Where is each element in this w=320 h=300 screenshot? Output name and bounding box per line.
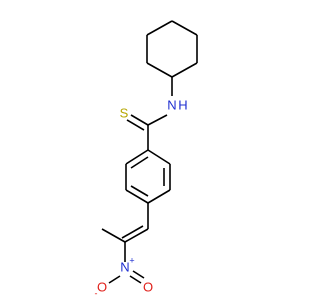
atom-label-nitro-nitrogen: N xyxy=(120,259,129,274)
bond xyxy=(108,275,121,284)
bond xyxy=(130,156,149,169)
benzene-ring xyxy=(125,149,171,204)
atom-label-oxygen-right: O xyxy=(143,279,153,294)
cyclohexyl-ring xyxy=(146,20,198,78)
bond xyxy=(171,20,198,36)
bond xyxy=(147,189,171,204)
bond xyxy=(146,20,173,36)
molecule-structure: S N H N + O - O xyxy=(95,20,198,298)
bond xyxy=(146,62,173,78)
bond xyxy=(125,149,149,165)
bond xyxy=(125,189,149,204)
atom-label-hydrogen: H xyxy=(178,97,187,112)
bond xyxy=(130,114,149,126)
atom-charge-negative: - xyxy=(95,288,98,298)
bond xyxy=(147,149,171,165)
bond xyxy=(124,228,149,243)
bond xyxy=(129,275,142,284)
atom-label-oxygen-left: O xyxy=(97,279,107,294)
bond xyxy=(147,114,168,126)
atom-label-sulfur: S xyxy=(120,105,129,120)
atom-charge-positive: + xyxy=(129,255,134,265)
bond xyxy=(171,62,198,78)
structure-canvas: S N H N + O - O xyxy=(95,20,198,298)
bond xyxy=(121,225,144,239)
bond xyxy=(126,119,145,131)
bond xyxy=(132,270,145,279)
bond xyxy=(101,228,126,243)
bond xyxy=(130,185,149,197)
atom-label-nitrogen: N xyxy=(167,97,176,112)
